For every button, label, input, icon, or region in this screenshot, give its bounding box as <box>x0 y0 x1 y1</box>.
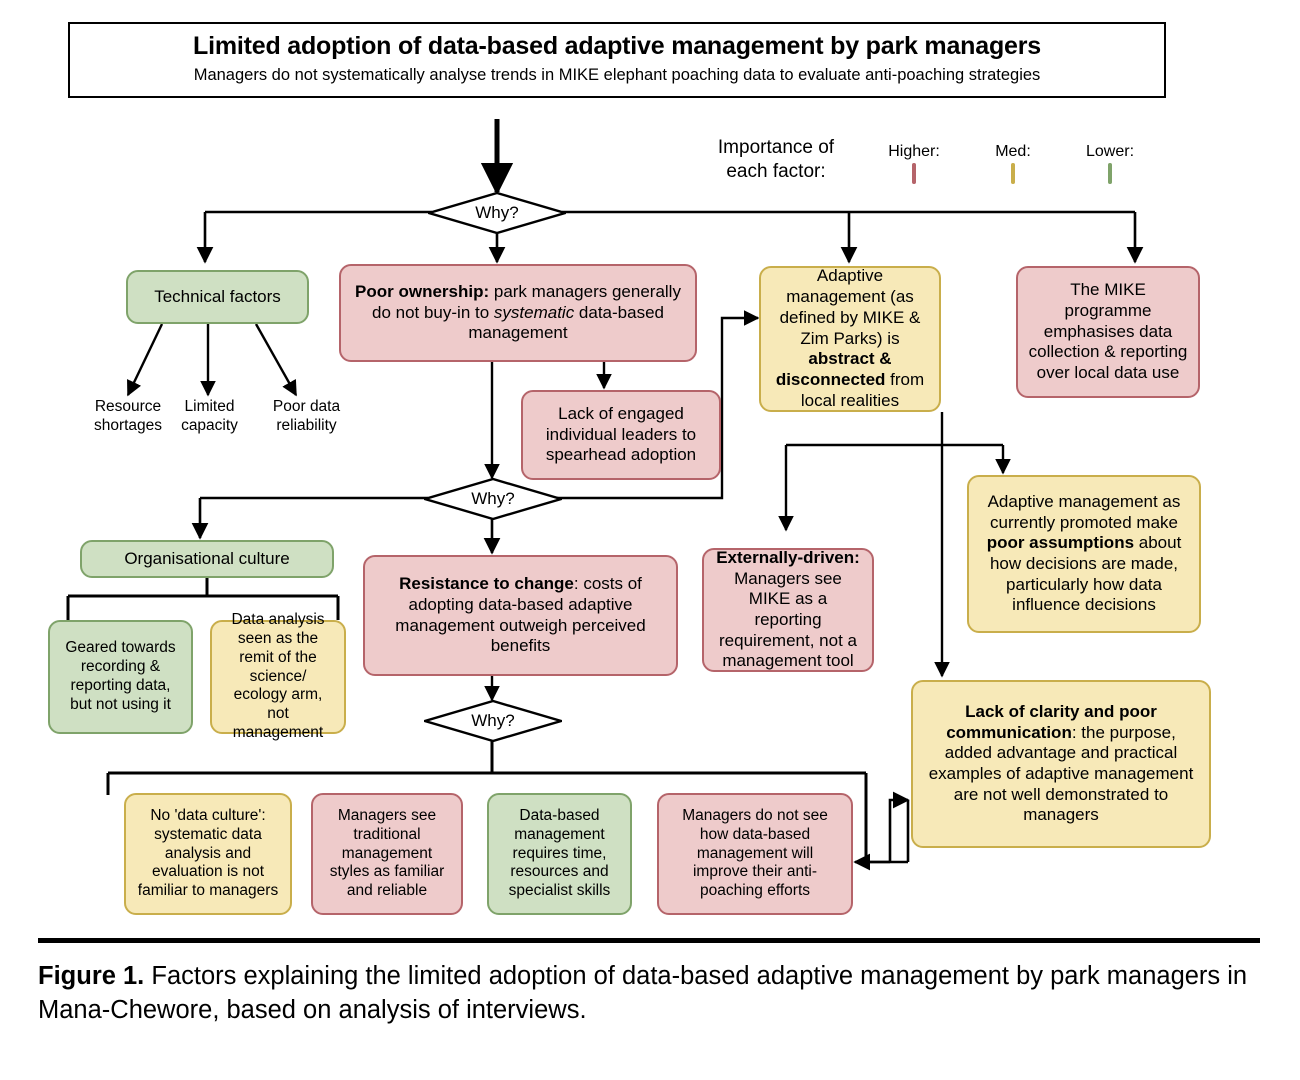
legend-label-lower: Lower: <box>1085 143 1135 160</box>
node-mike-programme-label: The MIKE programme emphasises data colle… <box>1028 280 1188 383</box>
legend-swatch-med <box>1011 163 1015 184</box>
node-externally-driven-bold: Externally-driven: <box>716 547 860 567</box>
node-mike-programme[interactable]: The MIKE programme emphasises data colle… <box>1016 266 1200 398</box>
leaf-resource-shortages: Resource shortages <box>78 398 178 435</box>
node-technical-factors[interactable]: Technical factors <box>126 270 309 324</box>
node-adaptive-abstract-post: from local realities <box>800 370 925 410</box>
node-no-data-culture[interactable]: No 'data culture': systematic data analy… <box>124 793 292 915</box>
leaf-limited-capacity: Limited capacity <box>162 398 257 435</box>
legend-label-higher: Higher: <box>888 143 940 160</box>
node-poor-ownership-rest-a: park managers generally do not buy-in to <box>371 281 681 322</box>
node-organisational-culture[interactable]: Organisational culture <box>80 540 334 578</box>
node-poor-ownership-rest-b: data-based management <box>468 302 664 343</box>
leaf-resource-shortages-line1: Resource <box>94 398 162 415</box>
legend-item-higher: Higher: <box>876 143 952 184</box>
node-organisational-culture-label: Organisational culture <box>124 548 290 568</box>
problem-title: Limited adoption of data-based adaptive … <box>193 32 1041 60</box>
decision-why-1-label: Why? <box>475 203 519 222</box>
node-poor-assumptions-post: about how decisions are made, particular… <box>989 533 1182 615</box>
diamond-shape <box>424 191 570 235</box>
node-externally-driven-rest: Managers see MIKE as a reporting require… <box>719 568 857 671</box>
diamond-shape <box>420 477 566 521</box>
node-adaptive-abstract[interactable]: Adaptive management (as defined by MIKE … <box>759 266 941 412</box>
node-geared-towards-recording[interactable]: Geared towards recording & reporting dat… <box>48 620 193 734</box>
node-poor-assumptions-bold: poor assumptions <box>986 533 1135 553</box>
node-requires-resources-label: Data-based management requires time, res… <box>508 806 611 900</box>
node-traditional-management[interactable]: Managers see traditional management styl… <box>311 793 463 915</box>
legend-title-line2: each factor: <box>726 160 826 182</box>
legend-item-med: Med: <box>975 143 1051 184</box>
node-lack-of-clarity-bold: Lack of clarity and poor communication <box>946 701 1157 742</box>
diamond-shape <box>420 699 566 743</box>
decision-why-2-label: Why? <box>471 489 515 508</box>
node-no-improvement-seen-label: Managers do not see how data-based manag… <box>682 806 828 900</box>
leaf-poor-data-reliability: Poor data reliability <box>254 398 359 435</box>
legend-item-lower: Lower: <box>1072 143 1148 184</box>
node-technical-factors-label: Technical factors <box>154 286 281 306</box>
decision-why-3: Why? <box>420 699 566 743</box>
node-poor-ownership-italic: systematic <box>493 302 575 322</box>
node-lack-engaged-leaders[interactable]: Lack of engaged individual leaders to sp… <box>521 390 721 480</box>
problem-subtitle: Managers do not systematically analyse t… <box>193 65 1041 84</box>
decision-why-1: Why? <box>424 191 570 235</box>
node-poor-assumptions[interactable]: Adaptive management as currently promote… <box>967 475 1201 633</box>
leaf-limited-capacity-line2: capacity <box>181 416 238 434</box>
node-resistance-to-change[interactable]: Resistance to change: costs of adopting … <box>363 555 678 676</box>
node-poor-ownership[interactable]: Poor ownership: park managers generally … <box>339 264 697 362</box>
decision-why-3-label: Why? <box>471 711 515 730</box>
node-resistance-to-change-rest: : costs of adopting data-based adaptive … <box>395 574 646 656</box>
node-requires-resources[interactable]: Data-based management requires time, res… <box>487 793 632 915</box>
node-data-analysis-remit-label: Data analysis seen as the remit of the s… <box>231 610 325 742</box>
node-poor-assumptions-pre: Adaptive management as currently promote… <box>987 491 1181 532</box>
node-adaptive-abstract-pre: Adaptive management (as defined by MIKE … <box>779 266 921 348</box>
node-geared-towards-recording-label: Geared towards recording & reporting dat… <box>65 639 176 713</box>
figure-caption-text: Factors explaining the limited adoption … <box>38 962 1248 1024</box>
node-lack-of-clarity[interactable]: Lack of clarity and poor communication: … <box>911 680 1211 848</box>
legend-swatch-lower <box>1108 163 1112 184</box>
node-poor-ownership-bold: Poor ownership: <box>355 281 490 301</box>
leaf-resource-shortages-line2: shortages <box>93 416 163 434</box>
node-adaptive-abstract-bold: abstract & disconnected <box>775 349 892 390</box>
legend-label-med: Med: <box>995 143 1031 160</box>
legend-title-line1: Importance of <box>717 137 835 158</box>
caption-rule <box>38 938 1260 943</box>
node-externally-driven[interactable]: Externally-driven: Managers see MIKE as … <box>702 548 874 672</box>
node-resistance-to-change-bold: Resistance to change <box>399 574 574 594</box>
node-lack-engaged-leaders-label: Lack of engaged individual leaders to sp… <box>545 403 697 465</box>
figure-caption-label: Figure 1. <box>38 962 145 990</box>
legend-title: Importance of each factor: <box>686 136 866 184</box>
leaf-poor-data-reliability-line2: reliability <box>276 416 337 434</box>
figure-caption: Figure 1. Factors explaining the limited… <box>38 960 1268 1027</box>
node-no-improvement-seen[interactable]: Managers do not see how data-based manag… <box>657 793 853 915</box>
node-data-analysis-remit[interactable]: Data analysis seen as the remit of the s… <box>210 611 346 741</box>
problem-statement-box: Limited adoption of data-based adaptive … <box>68 22 1166 98</box>
node-no-data-culture-label: No 'data culture': systematic data analy… <box>137 806 279 900</box>
decision-why-2: Why? <box>420 477 566 521</box>
legend-swatch-higher <box>912 163 916 184</box>
leaf-limited-capacity-line1: Limited <box>184 398 235 415</box>
leaf-poor-data-reliability-line1: Poor data <box>272 398 341 415</box>
node-lack-of-clarity-rest: : the purpose, added advantage and pract… <box>928 722 1194 825</box>
node-traditional-management-label: Managers see traditional management styl… <box>329 806 445 900</box>
